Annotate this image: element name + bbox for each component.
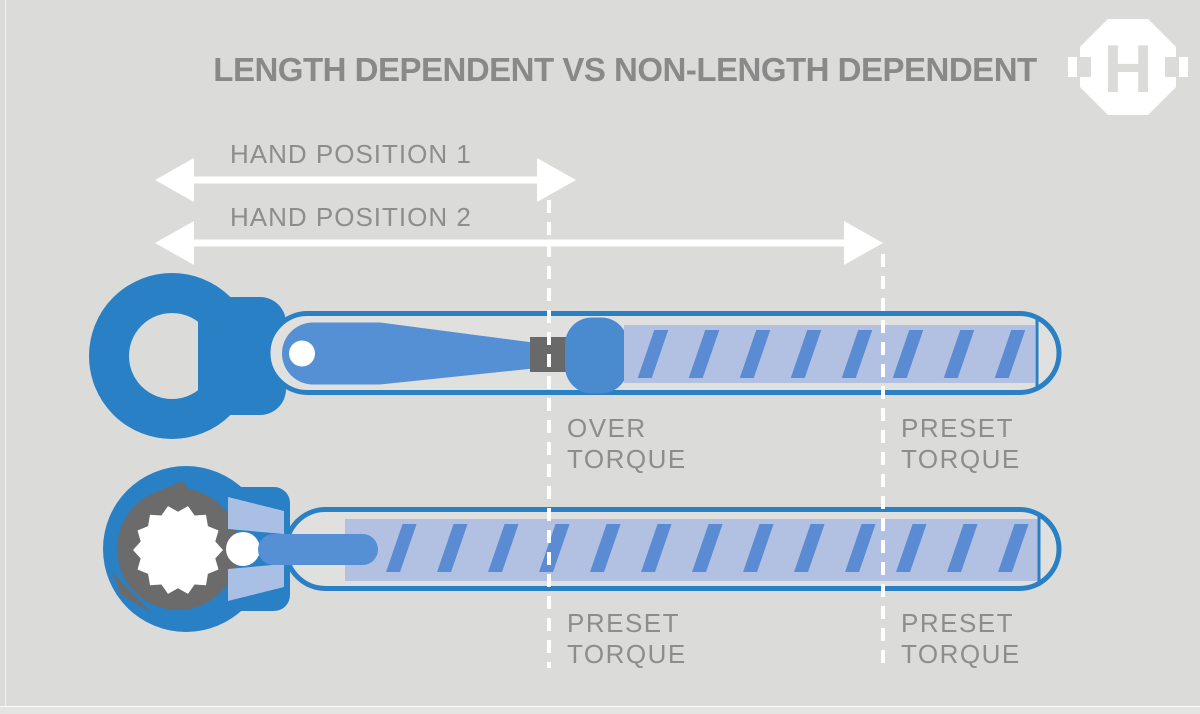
spring-shaft-band — [624, 325, 1035, 383]
hand-position-2-label: HAND POSITION 2 — [230, 202, 472, 232]
clasp-plate-top — [228, 497, 284, 534]
bottom-edge-strip — [0, 706, 1200, 714]
left-edge-highlight — [5, 0, 6, 714]
over-torque-label-line1: OVER — [567, 413, 647, 443]
hex-nut-h-logo-icon: H — [1068, 19, 1188, 115]
ring-head — [89, 273, 255, 439]
preset-torque-bottom-right-label: PRESET TORQUE — [901, 608, 1021, 670]
lever-handle — [282, 322, 533, 385]
pivot-block — [565, 317, 628, 394]
preset-torque-top-label-line1: PRESET — [901, 413, 1015, 443]
hand-position-1-label: HAND POSITION 1 — [230, 139, 472, 169]
over-torque-label-line2: TORQUE — [567, 444, 687, 474]
logo-letter: H — [1103, 31, 1152, 107]
preset-torque-bottom-right-label-line1: PRESET — [901, 608, 1015, 638]
preset-torque-bottom-left-label-line1: PRESET — [567, 608, 681, 638]
spring-hatch-marks — [637, 330, 1026, 378]
drive-rod — [258, 534, 378, 565]
socket-corner-bottom — [112, 572, 152, 613]
page-title: LENGTH DEPENDENT VS NON-LENGTH DEPENDENT — [213, 51, 1037, 88]
non-length-dependent-wrench — [103, 466, 1062, 632]
spring-hatch-marks — [386, 524, 1029, 572]
ratchet-gear-teeth — [133, 506, 223, 594]
hand-position-1-arrow-icon — [155, 158, 576, 202]
preset-torque-bottom-left-label: PRESET TORQUE — [567, 608, 687, 670]
hand-position-2-arrow-icon — [155, 221, 883, 265]
preset-torque-bottom-left-label-line2: TORQUE — [567, 639, 687, 669]
pivot-pin — [289, 340, 315, 367]
clasp-pivot-pin — [226, 532, 260, 566]
preset-torque-top-label-line2: TORQUE — [901, 444, 1021, 474]
over-torque-label: OVER TORQUE — [567, 413, 687, 475]
socket-corner-top — [148, 481, 198, 500]
length-dependent-wrench — [89, 273, 1062, 439]
preset-torque-top-label: PRESET TORQUE — [901, 413, 1021, 475]
clasp-plate-bottom — [228, 564, 284, 601]
preset-torque-bottom-right-label-line2: TORQUE — [901, 639, 1021, 669]
